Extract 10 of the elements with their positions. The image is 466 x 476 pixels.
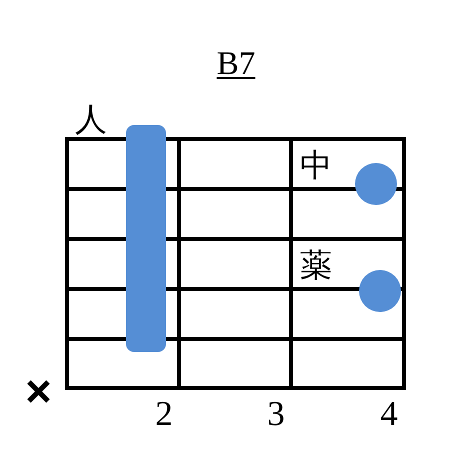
- finger-dot: [355, 163, 397, 205]
- fret-number: 2: [154, 396, 174, 431]
- fret-number: 3: [266, 396, 286, 431]
- chord-title: B7: [216, 48, 256, 81]
- finger-dot: [359, 270, 401, 312]
- finger-label: 薬: [299, 249, 333, 281]
- finger-label: 中: [299, 149, 333, 181]
- fret-number: 4: [379, 396, 399, 431]
- barre-bar: [126, 125, 166, 352]
- finger-label: 人: [74, 103, 108, 135]
